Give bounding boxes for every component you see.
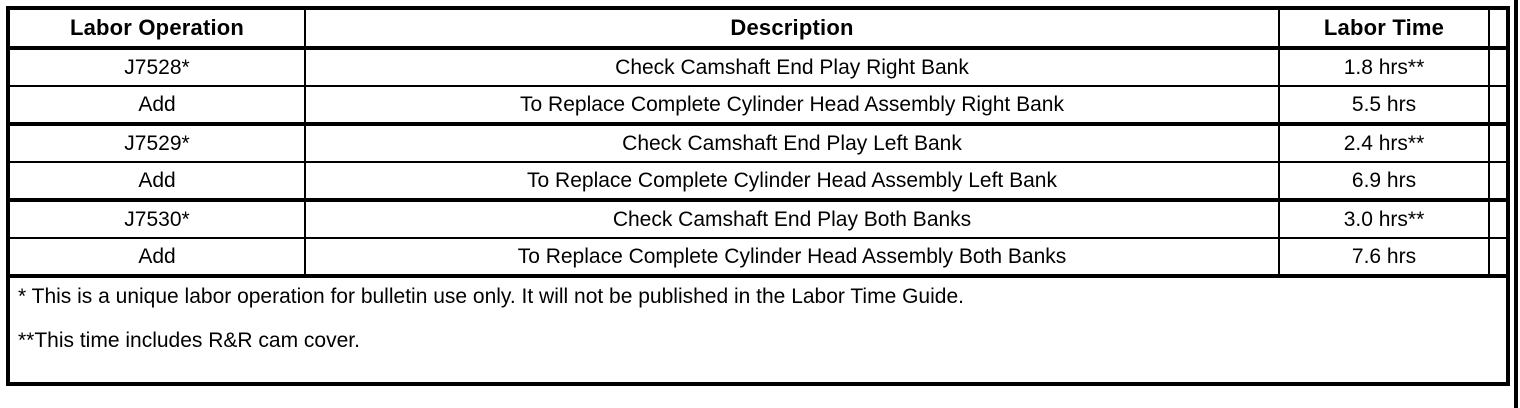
cell-labor-operation: J7528* [7, 47, 306, 87]
cell-labor-time: 1.8 hrs** [1278, 47, 1490, 87]
cell-labor-operation: J7530* [7, 199, 306, 239]
cell-labor-operation: Add [7, 161, 306, 202]
spacer-cell [1488, 8, 1510, 50]
cell-description: To Replace Complete Cylinder Head Assemb… [304, 161, 1280, 202]
cell-description: To Replace Complete Cylinder Head Assemb… [304, 85, 1280, 126]
spacer-cell [1488, 237, 1510, 278]
table-footnotes-row: * This is a unique labor operation for b… [8, 274, 1508, 384]
cell-labor-operation: Add [7, 85, 306, 126]
table-row: Add To Replace Complete Cylinder Head As… [7, 85, 1510, 126]
page-edge-rule [1514, 0, 1518, 408]
labor-operation-table: Labor Operation Description Labor Time J… [6, 6, 1510, 386]
column-header-description: Description [304, 8, 1280, 50]
cell-description: Check Camshaft End Play Left Bank [304, 123, 1280, 163]
cell-description: Check Camshaft End Play Both Banks [304, 199, 1280, 239]
cell-labor-operation: J7529* [7, 123, 306, 163]
footnotes-cell: * This is a unique labor operation for b… [8, 274, 1508, 384]
cell-labor-time: 2.4 hrs** [1278, 123, 1490, 163]
cell-labor-time: 7.6 hrs [1278, 237, 1490, 278]
spacer-cell [1488, 123, 1510, 163]
spacer-cell [1488, 47, 1510, 87]
spacer-cell [1488, 199, 1510, 239]
footnote-double-asterisk: **This time includes R&R cam cover. [18, 329, 360, 353]
column-header-labor-time: Labor Time [1278, 8, 1490, 50]
cell-labor-time: 5.5 hrs [1278, 85, 1490, 126]
table-row: Add To Replace Complete Cylinder Head As… [7, 237, 1510, 278]
spacer-cell [1488, 161, 1510, 202]
table-header-row: Labor Operation Description Labor Time [7, 8, 1510, 50]
table-row: J7529* Check Camshaft End Play Left Bank… [7, 123, 1510, 163]
table-row: J7528* Check Camshaft End Play Right Ban… [7, 47, 1510, 87]
table-row: Add To Replace Complete Cylinder Head As… [7, 161, 1510, 202]
cell-description: Check Camshaft End Play Right Bank [304, 47, 1280, 87]
cell-labor-time: 6.9 hrs [1278, 161, 1490, 202]
footnote-spacer [18, 308, 1506, 330]
cell-description: To Replace Complete Cylinder Head Assemb… [304, 237, 1280, 278]
spacer-cell [1488, 85, 1510, 126]
cell-labor-time: 3.0 hrs** [1278, 199, 1490, 239]
table-row: J7530* Check Camshaft End Play Both Bank… [7, 199, 1510, 239]
column-header-labor-operation: Labor Operation [7, 8, 306, 50]
footnote-single-asterisk: * This is a unique labor operation for b… [18, 285, 964, 308]
cell-labor-operation: Add [7, 237, 306, 278]
